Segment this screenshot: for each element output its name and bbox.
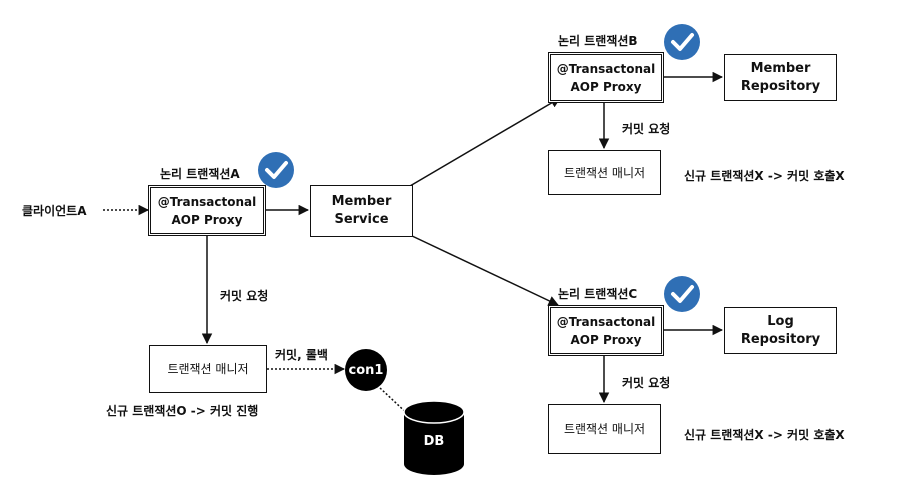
tx-c-manager-label: 트랜잭션 매니저 — [563, 422, 646, 436]
main-note: 신규 트랜잭션O -> 커밋 진행 — [106, 404, 259, 418]
member-service-line2: Service — [334, 212, 389, 227]
main-manager-label: 트랜잭션 매니저 — [167, 362, 249, 376]
log-repository-box: Log Repository — [724, 307, 837, 354]
tx-a-label: 논리 트랜잭션A — [160, 167, 240, 181]
tx-b-manager-label: 트랜잭션 매니저 — [563, 165, 646, 180]
member-repository-box: Member Repository — [724, 54, 837, 101]
tx-b-proxy-line1: @Transactonal — [556, 61, 656, 76]
service-to-proxy-b-arrow — [409, 97, 561, 187]
tx-a-proxy-line2: AOP Proxy — [171, 212, 243, 227]
tx-a-proxy-box: @Transactonal AOP Proxy — [148, 185, 266, 236]
database-label: DB — [423, 434, 445, 449]
log-repository-line2: Repository — [740, 331, 821, 347]
database-icon — [403, 400, 465, 475]
tx-b-note: 신규 트랜잭션X -> 커밋 호출X — [684, 169, 845, 183]
tx-b-manager-box: 트랜잭션 매니저 — [548, 150, 661, 195]
main-commit-request-label: 커밋 요청 — [220, 289, 269, 303]
tx-c-manager-box: 트랜잭션 매니저 — [548, 404, 661, 454]
tx-b-proxy-box: @Transactonal AOP Proxy — [548, 52, 664, 103]
tx-c-label: 논리 트랜잭션C — [558, 287, 638, 301]
tx-c-note: 신규 트랜잭션X -> 커밋 호출X — [684, 428, 845, 442]
database-cylinder: DB — [403, 400, 465, 476]
tx-b-label: 논리 트랜잭션B — [558, 34, 638, 48]
tx-b-check-icon — [664, 24, 700, 60]
service-to-proxy-c-arrow — [409, 234, 559, 306]
connection-circle: con1 — [345, 349, 387, 391]
tx-c-proxy-line1: @Transactonal — [556, 314, 656, 329]
member-service-box: Member Service — [310, 185, 413, 237]
tx-b-proxy-line2: AOP Proxy — [570, 79, 642, 94]
member-service-line1: Member — [331, 194, 392, 209]
client-label: 클라이언트A — [22, 204, 87, 218]
commit-rollback-label: 커밋, 롤백 — [275, 348, 328, 362]
tx-c-check-icon — [664, 276, 700, 312]
tx-c-proxy-line2: AOP Proxy — [570, 332, 642, 347]
tx-a-check-icon — [258, 152, 294, 188]
tx-b-commit-request-label: 커밋 요청 — [622, 122, 671, 136]
tx-c-proxy-box: @Transactonal AOP Proxy — [548, 305, 664, 356]
member-repository-line2: Repository — [740, 78, 821, 94]
tx-a-proxy-line1: @Transactonal — [157, 194, 257, 209]
main-manager-box: 트랜잭션 매니저 — [149, 345, 267, 393]
member-repository-line1: Member — [750, 60, 811, 76]
connection-label: con1 — [348, 362, 384, 378]
log-repository-line1: Log — [767, 313, 794, 329]
tx-c-commit-request-label: 커밋 요청 — [622, 376, 671, 390]
